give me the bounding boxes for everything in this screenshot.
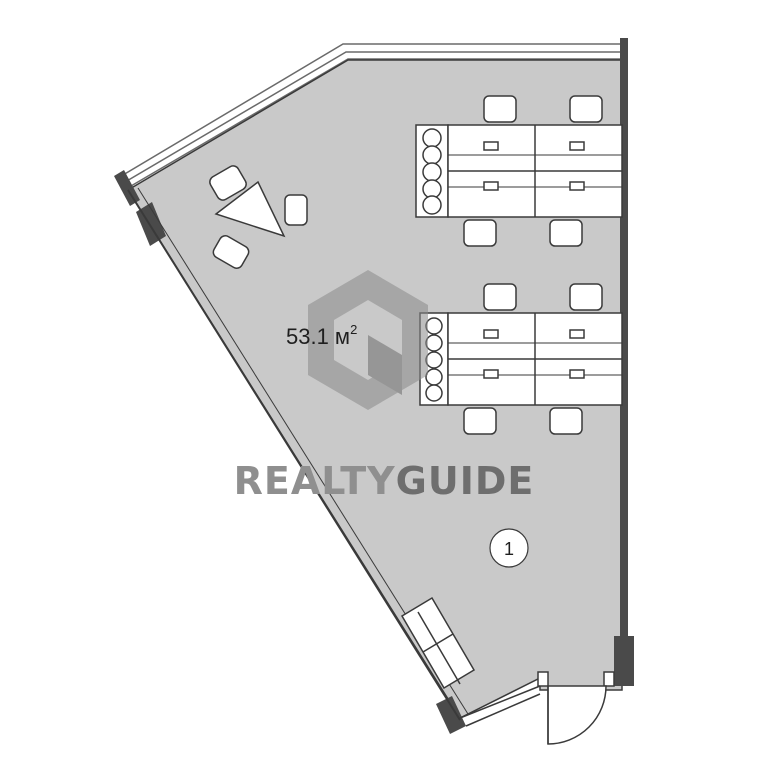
workstation-cluster-top — [415, 95, 623, 247]
area-label: 53.1 м2 — [286, 322, 357, 349]
diagonal-wall — [127, 189, 461, 721]
watermark-logo-icon — [308, 270, 428, 410]
entrance-door — [537, 671, 615, 745]
room-number-marker: 1 — [489, 528, 529, 568]
room-number: 1 — [504, 539, 514, 559]
window-frame — [117, 43, 627, 187]
meeting-table — [209, 165, 308, 269]
watermark-word-dark: GUIDE — [396, 459, 535, 503]
watermark-text: REALTYGUIDE — [234, 459, 535, 503]
watermark-word-light: REALTY — [234, 459, 396, 503]
workstation-cluster-bottom — [419, 283, 623, 435]
sofa — [400, 596, 476, 690]
